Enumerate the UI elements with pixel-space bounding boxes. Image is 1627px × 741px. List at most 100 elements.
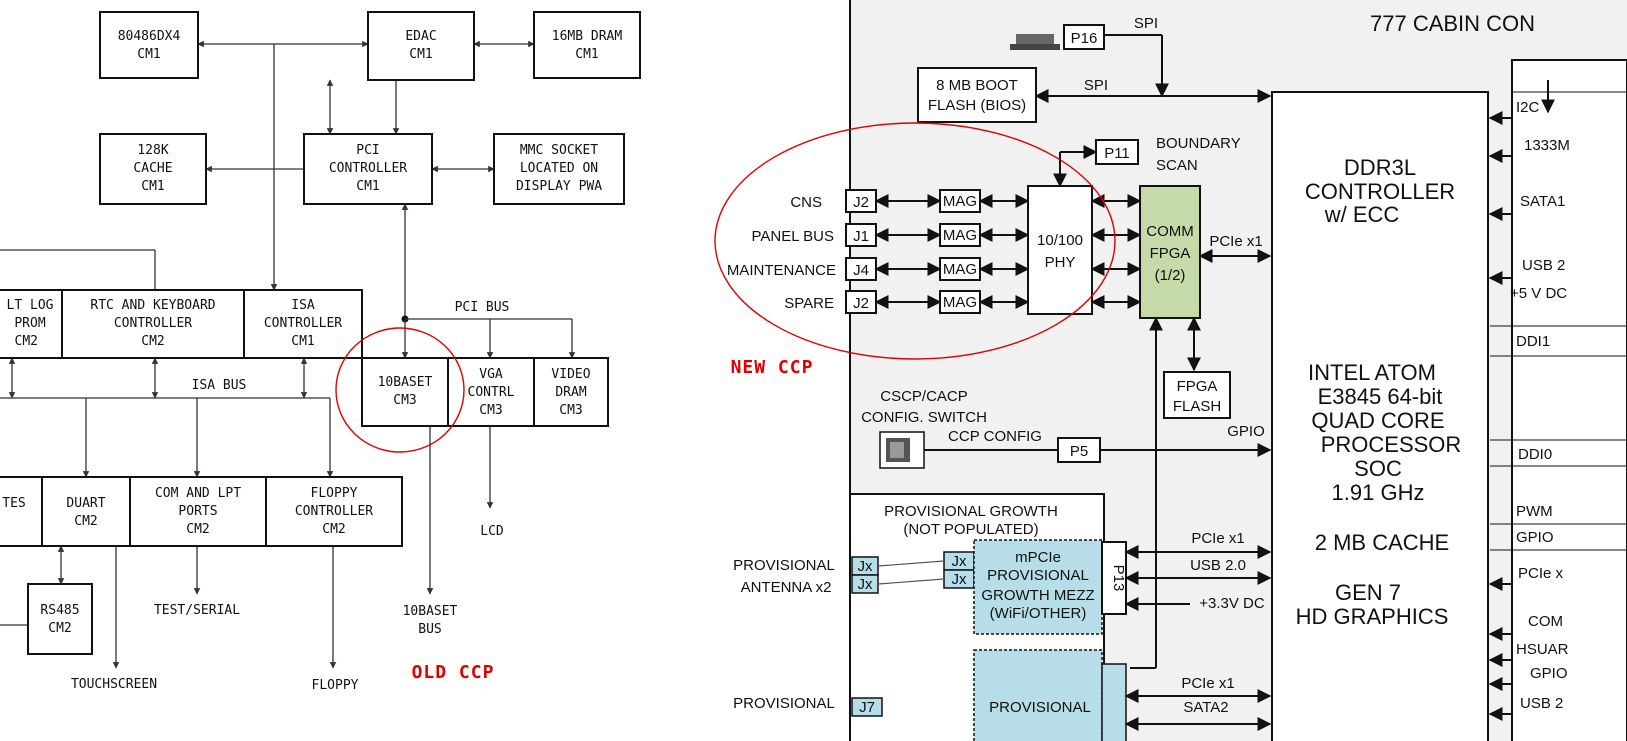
svg-text:DISPLAY PWA: DISPLAY PWA <box>516 179 602 194</box>
pcie-x1-label: PCIe x1 <box>1209 233 1262 250</box>
pcie-x1-b-label: PCIe x1 <box>1191 530 1244 547</box>
svg-text:EDAC: EDAC <box>405 29 436 44</box>
tenbaset-bus-label-1: 10BASET <box>403 604 458 619</box>
svg-text:PROVISIONAL: PROVISIONAL <box>989 699 1091 716</box>
cscp-label-2: CONFIG. SWITCH <box>861 409 987 426</box>
board-title: 777 CABIN CON <box>1370 11 1535 36</box>
svg-text:MAG: MAG <box>943 193 977 210</box>
rs485-block: RS485 CM2 <box>27 583 93 655</box>
boundary-scan-label-2: SCAN <box>1156 157 1198 174</box>
fpga-flash-block: FPGA FLASH <box>1163 371 1231 419</box>
cpu-block: 80486DX4 CM1 <box>99 11 199 79</box>
svg-text:1333M: 1333M <box>1524 137 1570 154</box>
svg-text:DUART: DUART <box>66 496 105 511</box>
cache-block: 128K CACHE CM1 <box>99 133 207 205</box>
port-maintenance: MAINTENANCE J4 <box>727 257 877 281</box>
vga-controller-block: VGA CONTRL CM3 <box>447 357 535 427</box>
comm-fpga-block: COMM FPGA (1/2) <box>1139 185 1201 319</box>
svg-text:CM2: CM2 <box>74 514 97 529</box>
svg-text:10/100: 10/100 <box>1037 232 1083 249</box>
mag-blocks: MAG MAG MAG MAG <box>939 189 981 314</box>
svg-text:PROM: PROM <box>14 316 45 331</box>
prov-growth-label-1: PROVISIONAL GROWTH <box>884 503 1058 520</box>
svg-text:CONTROLLER: CONTROLLER <box>264 316 342 331</box>
old-ccp-callout-circle <box>335 327 465 453</box>
svg-text:COMM: COMM <box>1146 223 1194 240</box>
svg-text:FLASH: FLASH <box>1173 398 1221 415</box>
boundary-scan-label-1: BOUNDARY <box>1156 135 1241 152</box>
svg-text:10BASET: 10BASET <box>378 375 433 390</box>
svg-text:COM: COM <box>1528 613 1563 630</box>
pci-controller-block: PCI CONTROLLER CM1 <box>303 133 433 205</box>
svg-text:GPIO: GPIO <box>1530 665 1568 682</box>
svg-text:GEN 7: GEN 7 <box>1335 580 1401 605</box>
svg-text:GROWTH MEZZ: GROWTH MEZZ <box>981 587 1094 604</box>
svg-text:128K: 128K <box>137 143 168 158</box>
svg-text:(WiFi/OTHER): (WiFi/OTHER) <box>990 605 1087 622</box>
svg-text:SOC: SOC <box>1354 456 1402 481</box>
duart-block: DUART CM2 <box>41 476 131 547</box>
dram-block: 16MB DRAM CM1 <box>533 11 641 79</box>
svg-text:MMC SOCKET: MMC SOCKET <box>520 143 598 158</box>
p16-connector: P16 <box>1010 24 1105 50</box>
svg-text:CONTROLLER: CONTROLLER <box>295 504 373 519</box>
svg-text:DRAM: DRAM <box>555 385 586 400</box>
svg-text:CONTROLLER: CONTROLLER <box>114 316 192 331</box>
svg-text:mPCIe: mPCIe <box>1015 549 1061 566</box>
svg-text:HD GRAPHICS: HD GRAPHICS <box>1296 604 1449 629</box>
prov-antenna-label-2: ANTENNA x2 <box>741 579 832 596</box>
svg-text:P5: P5 <box>1070 443 1088 460</box>
svg-text:P11: P11 <box>1104 145 1130 162</box>
gpio-label: GPIO <box>1227 423 1265 440</box>
pcie-x1-c-label: PCIe x1 <box>1181 675 1234 692</box>
svg-text:GPIO: GPIO <box>1516 529 1554 546</box>
svg-text:DDI1: DDI1 <box>1516 333 1550 350</box>
svg-text:MAG: MAG <box>943 294 977 311</box>
old-connections <box>0 40 576 669</box>
svg-text:J2: J2 <box>853 295 869 312</box>
tenbaset-block: 10BASET CM3 <box>361 357 449 427</box>
svg-text:8 MB BOOT: 8 MB BOOT <box>936 77 1018 94</box>
cscp-label-1: CSCP/CACP <box>880 388 968 405</box>
svg-text:2 MB CACHE: 2 MB CACHE <box>1315 530 1449 555</box>
p13-connector: P13 <box>1101 541 1127 615</box>
svg-text:16MB DRAM: 16MB DRAM <box>552 29 623 44</box>
floppy-label: FLOPPY <box>312 678 359 693</box>
prov-antenna-label-1: PROVISIONAL <box>733 557 835 574</box>
svg-text:CM3: CM3 <box>559 403 582 418</box>
svg-text:CM1: CM1 <box>141 179 164 194</box>
tenbaset-bus-label-2: BUS <box>418 622 441 637</box>
svg-text:CACHE: CACHE <box>133 161 172 176</box>
svg-text:INTEL ATOM: INTEL ATOM <box>1308 360 1436 385</box>
svg-text:HSUAR: HSUAR <box>1516 641 1569 658</box>
soc-block: DDR3L CONTROLLER w/ ECC INTEL ATOM E3845… <box>1271 91 1489 741</box>
svg-text:USB 2: USB 2 <box>1522 257 1565 274</box>
usb20-label: USB 2.0 <box>1190 557 1246 574</box>
svg-text:VGA: VGA <box>479 367 503 382</box>
svg-text:PCIe x: PCIe x <box>1518 565 1564 582</box>
tes-block: TES <box>0 476 43 547</box>
svg-text:Jx: Jx <box>952 571 968 588</box>
fault-log-prom-block: LT LOG PROM CM2 <box>0 289 63 359</box>
prov-growth-label-2: (NOT POPULATED) <box>903 521 1038 538</box>
svg-text:80486DX4: 80486DX4 <box>118 29 181 44</box>
old-ccp-diagram: 80486DX4 CM1 EDAC CM1 16MB DRAM CM1 128K… <box>0 11 641 693</box>
svg-text:Jx: Jx <box>952 553 968 570</box>
svg-text:CM2: CM2 <box>186 522 209 537</box>
svg-text:J7: J7 <box>859 699 875 716</box>
svg-text:CONTRL: CONTRL <box>468 385 515 400</box>
svg-text:Jx: Jx <box>858 558 874 575</box>
j7-connector: J7 <box>851 697 883 717</box>
svg-text:CM1: CM1 <box>356 179 379 194</box>
right-edge-interfaces: I2C 1333M SATA1 USB 2 +5 V DC DDI1 DDI0 … <box>1488 59 1627 741</box>
config-switch-icon <box>879 431 925 469</box>
svg-text:P13: P13 <box>1110 565 1127 592</box>
v33-label: +3.3V DC <box>1199 595 1265 612</box>
new-ccp-caption: NEW CCP <box>731 357 814 378</box>
mpcie-mezz-block: mPCIe PROVISIONAL GROWTH MEZZ (WiFi/OTHE… <box>973 539 1103 635</box>
svg-text:I2C: I2C <box>1516 99 1540 116</box>
svg-text:CM2: CM2 <box>48 621 71 636</box>
com-lpt-block: COM AND LPT PORTS CM2 <box>129 476 267 547</box>
svg-text:SPARE: SPARE <box>784 295 834 312</box>
